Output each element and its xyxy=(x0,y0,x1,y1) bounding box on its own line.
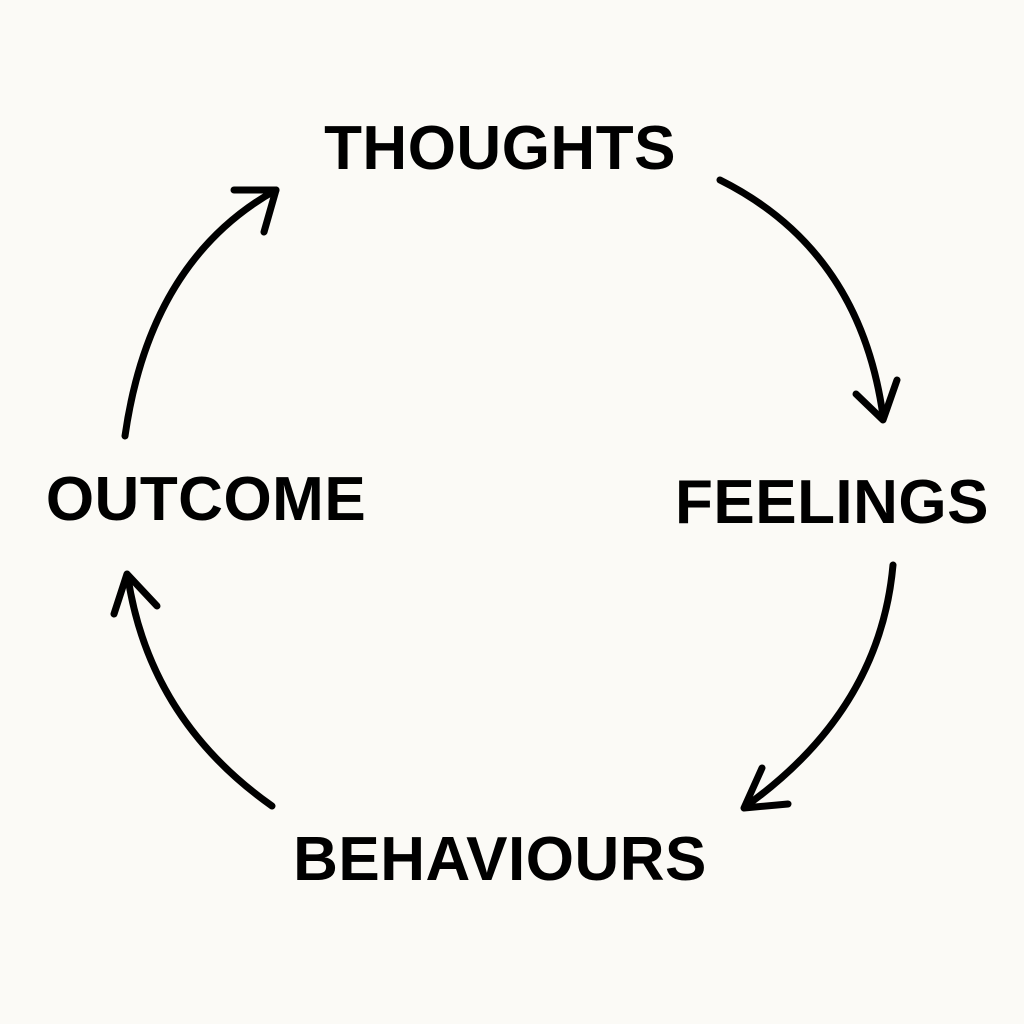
arrowhead-icon xyxy=(852,376,901,424)
arrowhead-icon xyxy=(740,764,792,812)
arrow-outcome-to-thoughts xyxy=(121,186,280,440)
arrow-shaft xyxy=(124,574,276,810)
arrowhead-icon xyxy=(230,186,280,236)
node-label-thoughts: THOUGHTS xyxy=(324,114,676,183)
arrow-shaft xyxy=(742,561,897,810)
arrowhead-icon xyxy=(110,570,161,618)
arrow-behaviours-to-outcome xyxy=(110,570,276,810)
node-label-feelings: FEELINGS xyxy=(675,468,989,537)
arrow-shaft xyxy=(121,186,280,440)
node-label-outcome: OUTCOME xyxy=(46,465,366,534)
arrow-shaft xyxy=(716,176,887,420)
arrow-thoughts-to-feelings xyxy=(716,176,901,424)
arrow-feelings-to-behaviours xyxy=(740,561,897,812)
node-label-behaviours: BEHAVIOURS xyxy=(293,825,707,894)
